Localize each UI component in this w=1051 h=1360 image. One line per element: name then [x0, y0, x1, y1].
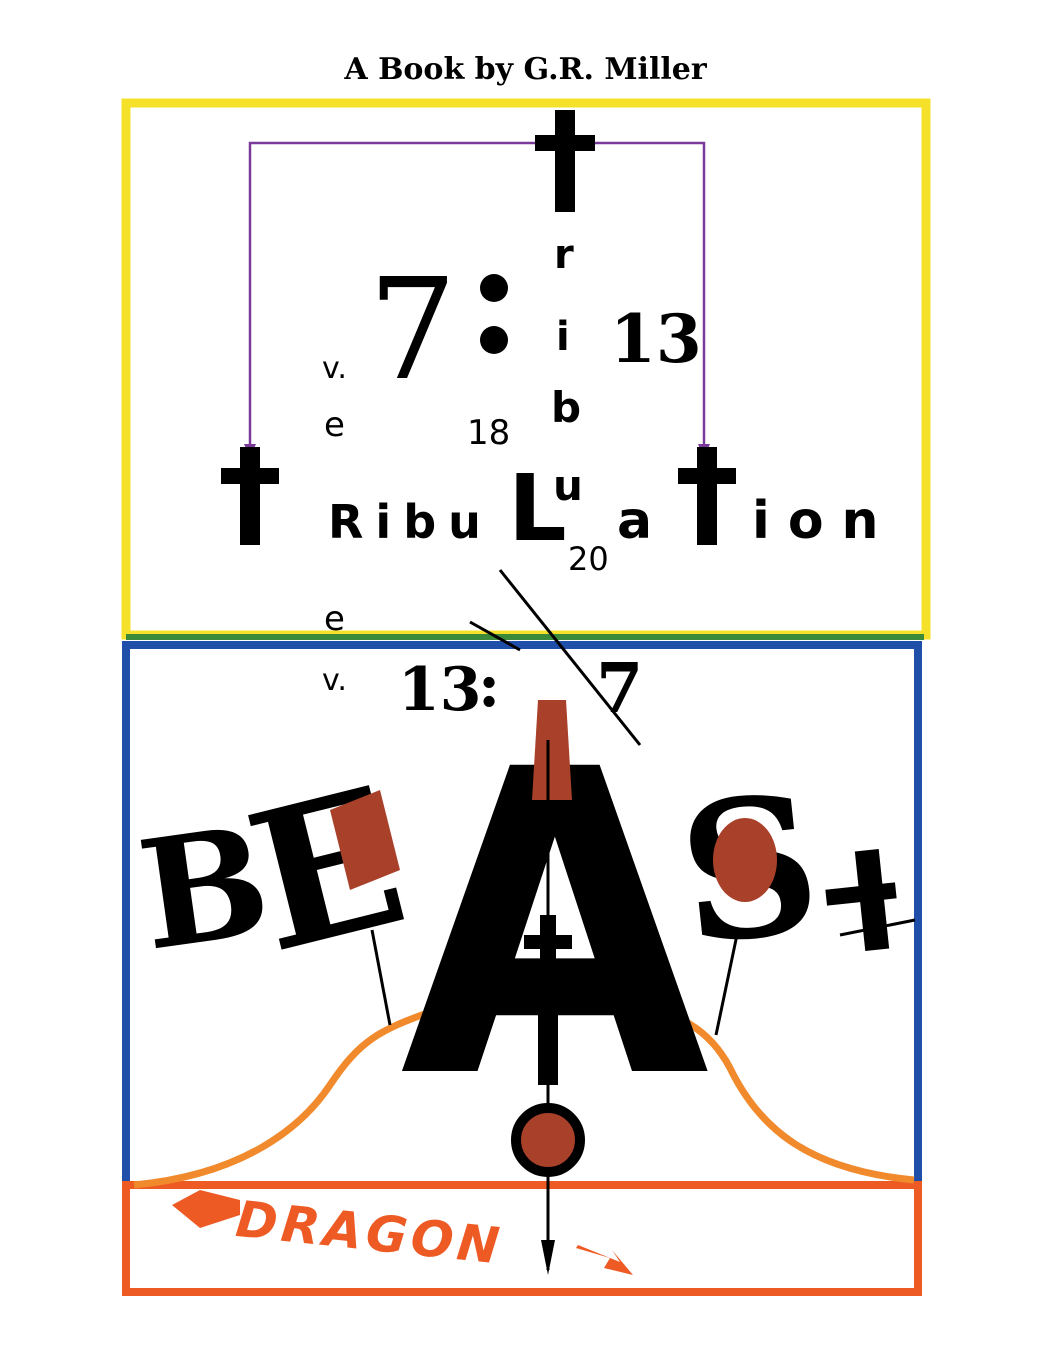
tribulation-big-letter: L: [508, 455, 567, 562]
bottom-verse-number: 7: [596, 649, 643, 729]
bracket-line: [248, 141, 706, 450]
verse-range-end: 20: [568, 540, 609, 578]
bottom-verse-colon: :: [478, 651, 500, 721]
cross-icon: [524, 915, 572, 995]
top-colon-dot: [480, 326, 508, 354]
cross-icon: [535, 110, 595, 212]
top-verse-number: 13: [610, 300, 702, 378]
beast-fill: [532, 700, 572, 800]
vertical-letter: u: [553, 461, 583, 510]
top-verse-prefix: v.: [322, 351, 347, 386]
tribulation-part1: Ribu: [328, 495, 493, 549]
cross-icon: [825, 849, 897, 951]
bottom-verse-chapter: 13: [398, 655, 482, 725]
slash-line: [469, 620, 521, 652]
stem-ring: [511, 1103, 585, 1177]
beast-fill: [713, 818, 777, 902]
dragon-word: DRAGON: [233, 1190, 506, 1276]
author-line: A Book by G.R. Miller: [344, 52, 707, 87]
dragon-arrow-left: [172, 1190, 240, 1228]
dragon-frame: [122, 1181, 922, 1296]
top-colon-dot: [480, 274, 508, 302]
bottom-rev-letter: e: [324, 599, 345, 639]
string-line: [370, 929, 392, 1026]
beast-letter-b: B: [130, 793, 280, 985]
vertical-letter: b: [551, 383, 581, 432]
top-rev-letter: e: [324, 405, 345, 445]
stem-bar: [538, 1015, 558, 1085]
verse-range-start: 18: [467, 413, 510, 453]
cross-icon: [221, 447, 279, 545]
dragon-arrow-right: [576, 1245, 633, 1275]
hill-outline: [133, 989, 915, 1189]
bottom-frame: [122, 641, 922, 1185]
tribulation-part3: ion: [752, 491, 897, 551]
top-verse-chapter: 7: [368, 249, 457, 412]
vertical-letter: r: [554, 232, 574, 278]
tribulation-part2: a: [617, 491, 652, 551]
beast-fill: [330, 790, 400, 890]
cross-icon: [678, 447, 736, 545]
slash-line: [498, 569, 642, 746]
string-line: [714, 929, 740, 1036]
bottom-verse-prefix: v.: [322, 663, 347, 698]
stem-arrowhead: [541, 1240, 555, 1275]
vertical-letter: i: [556, 314, 570, 360]
